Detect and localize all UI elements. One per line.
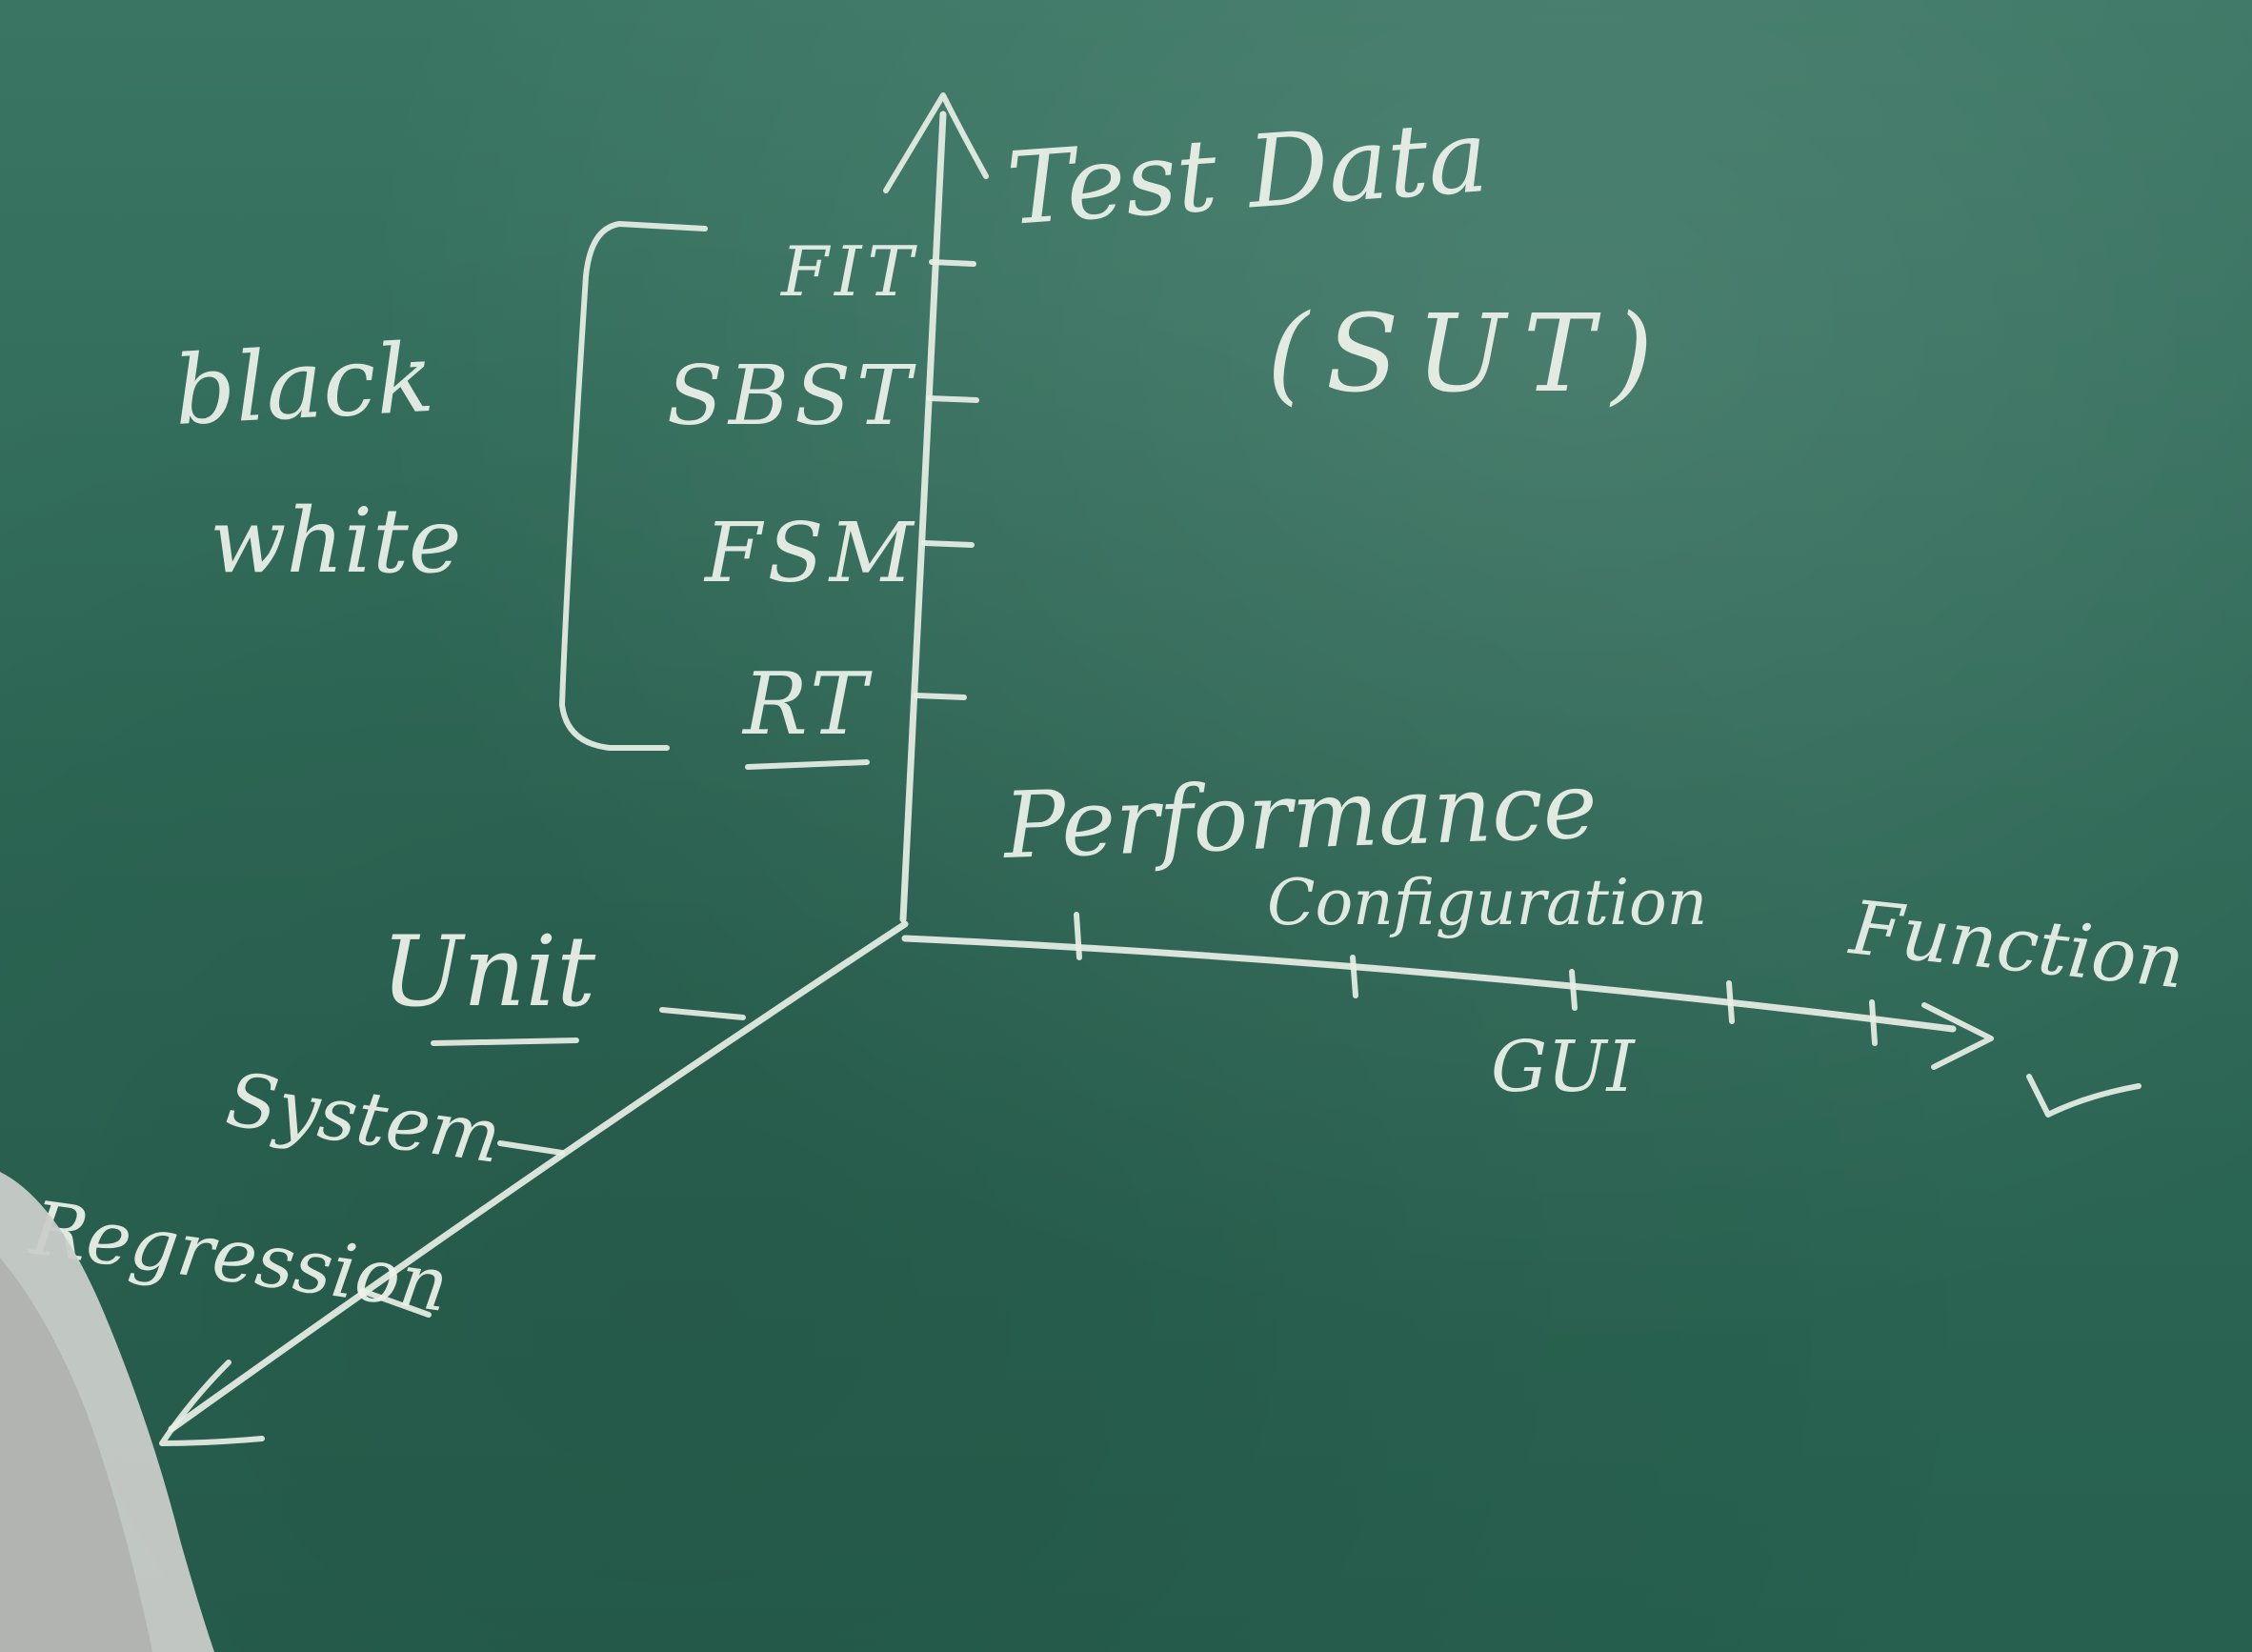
vertical-tick: [921, 540, 975, 548]
depth-tick: [359, 1288, 432, 1318]
rt-underline: [745, 759, 870, 770]
depth-tick: [659, 1007, 746, 1020]
depth-axis-arrow-icon: [159, 1360, 265, 1446]
horizontal-axis-line: [901, 935, 1957, 1033]
check-mark-icon: [2026, 1074, 2141, 1118]
horizontal-item-function: Function: [1844, 885, 2188, 1005]
vertical-tick: [926, 395, 979, 403]
horizontal-tick: [1074, 912, 1082, 960]
vertical-tick: [929, 259, 976, 267]
vertical-item-fit: FIT: [779, 232, 918, 312]
horizontal-axis-arrow-icon: [1921, 1002, 1994, 1070]
note-white: white: [210, 490, 461, 594]
grouping-bracket: [559, 221, 708, 751]
person-shoulder-shadow: [0, 1258, 152, 1652]
vertical-tick: [914, 693, 967, 700]
horizontal-tick: [1569, 969, 1578, 1011]
horizontal-tick: [1869, 999, 1878, 1046]
vertical-axis-line: [899, 111, 947, 923]
unit-underline: [431, 1038, 579, 1046]
vertical-axis-arrow-icon: [883, 92, 989, 193]
horizontal-item-configuration: Configuration: [1267, 866, 1707, 939]
horizontal-item-performance: Performance: [1000, 752, 1599, 879]
depth-tick: [497, 1140, 565, 1156]
vertical-item-fsm: FSM: [703, 506, 919, 601]
depth-axis-line: [168, 920, 909, 1433]
sut-label: (SUT): [1267, 292, 1670, 416]
horizontal-tick: [1726, 980, 1735, 1024]
depth-item-unit: Unit: [381, 916, 596, 1029]
horizontal-item-gui: GUI: [1491, 1026, 1636, 1108]
note-black: black: [171, 322, 436, 447]
depth-item-system: System: [221, 1058, 506, 1180]
vertical-item-sbst: SBST: [667, 349, 916, 444]
horizontal-tick: [1350, 955, 1358, 998]
vertical-axis-label: Test Data: [1003, 98, 1491, 248]
vertical-item-rt: RT: [741, 655, 873, 755]
